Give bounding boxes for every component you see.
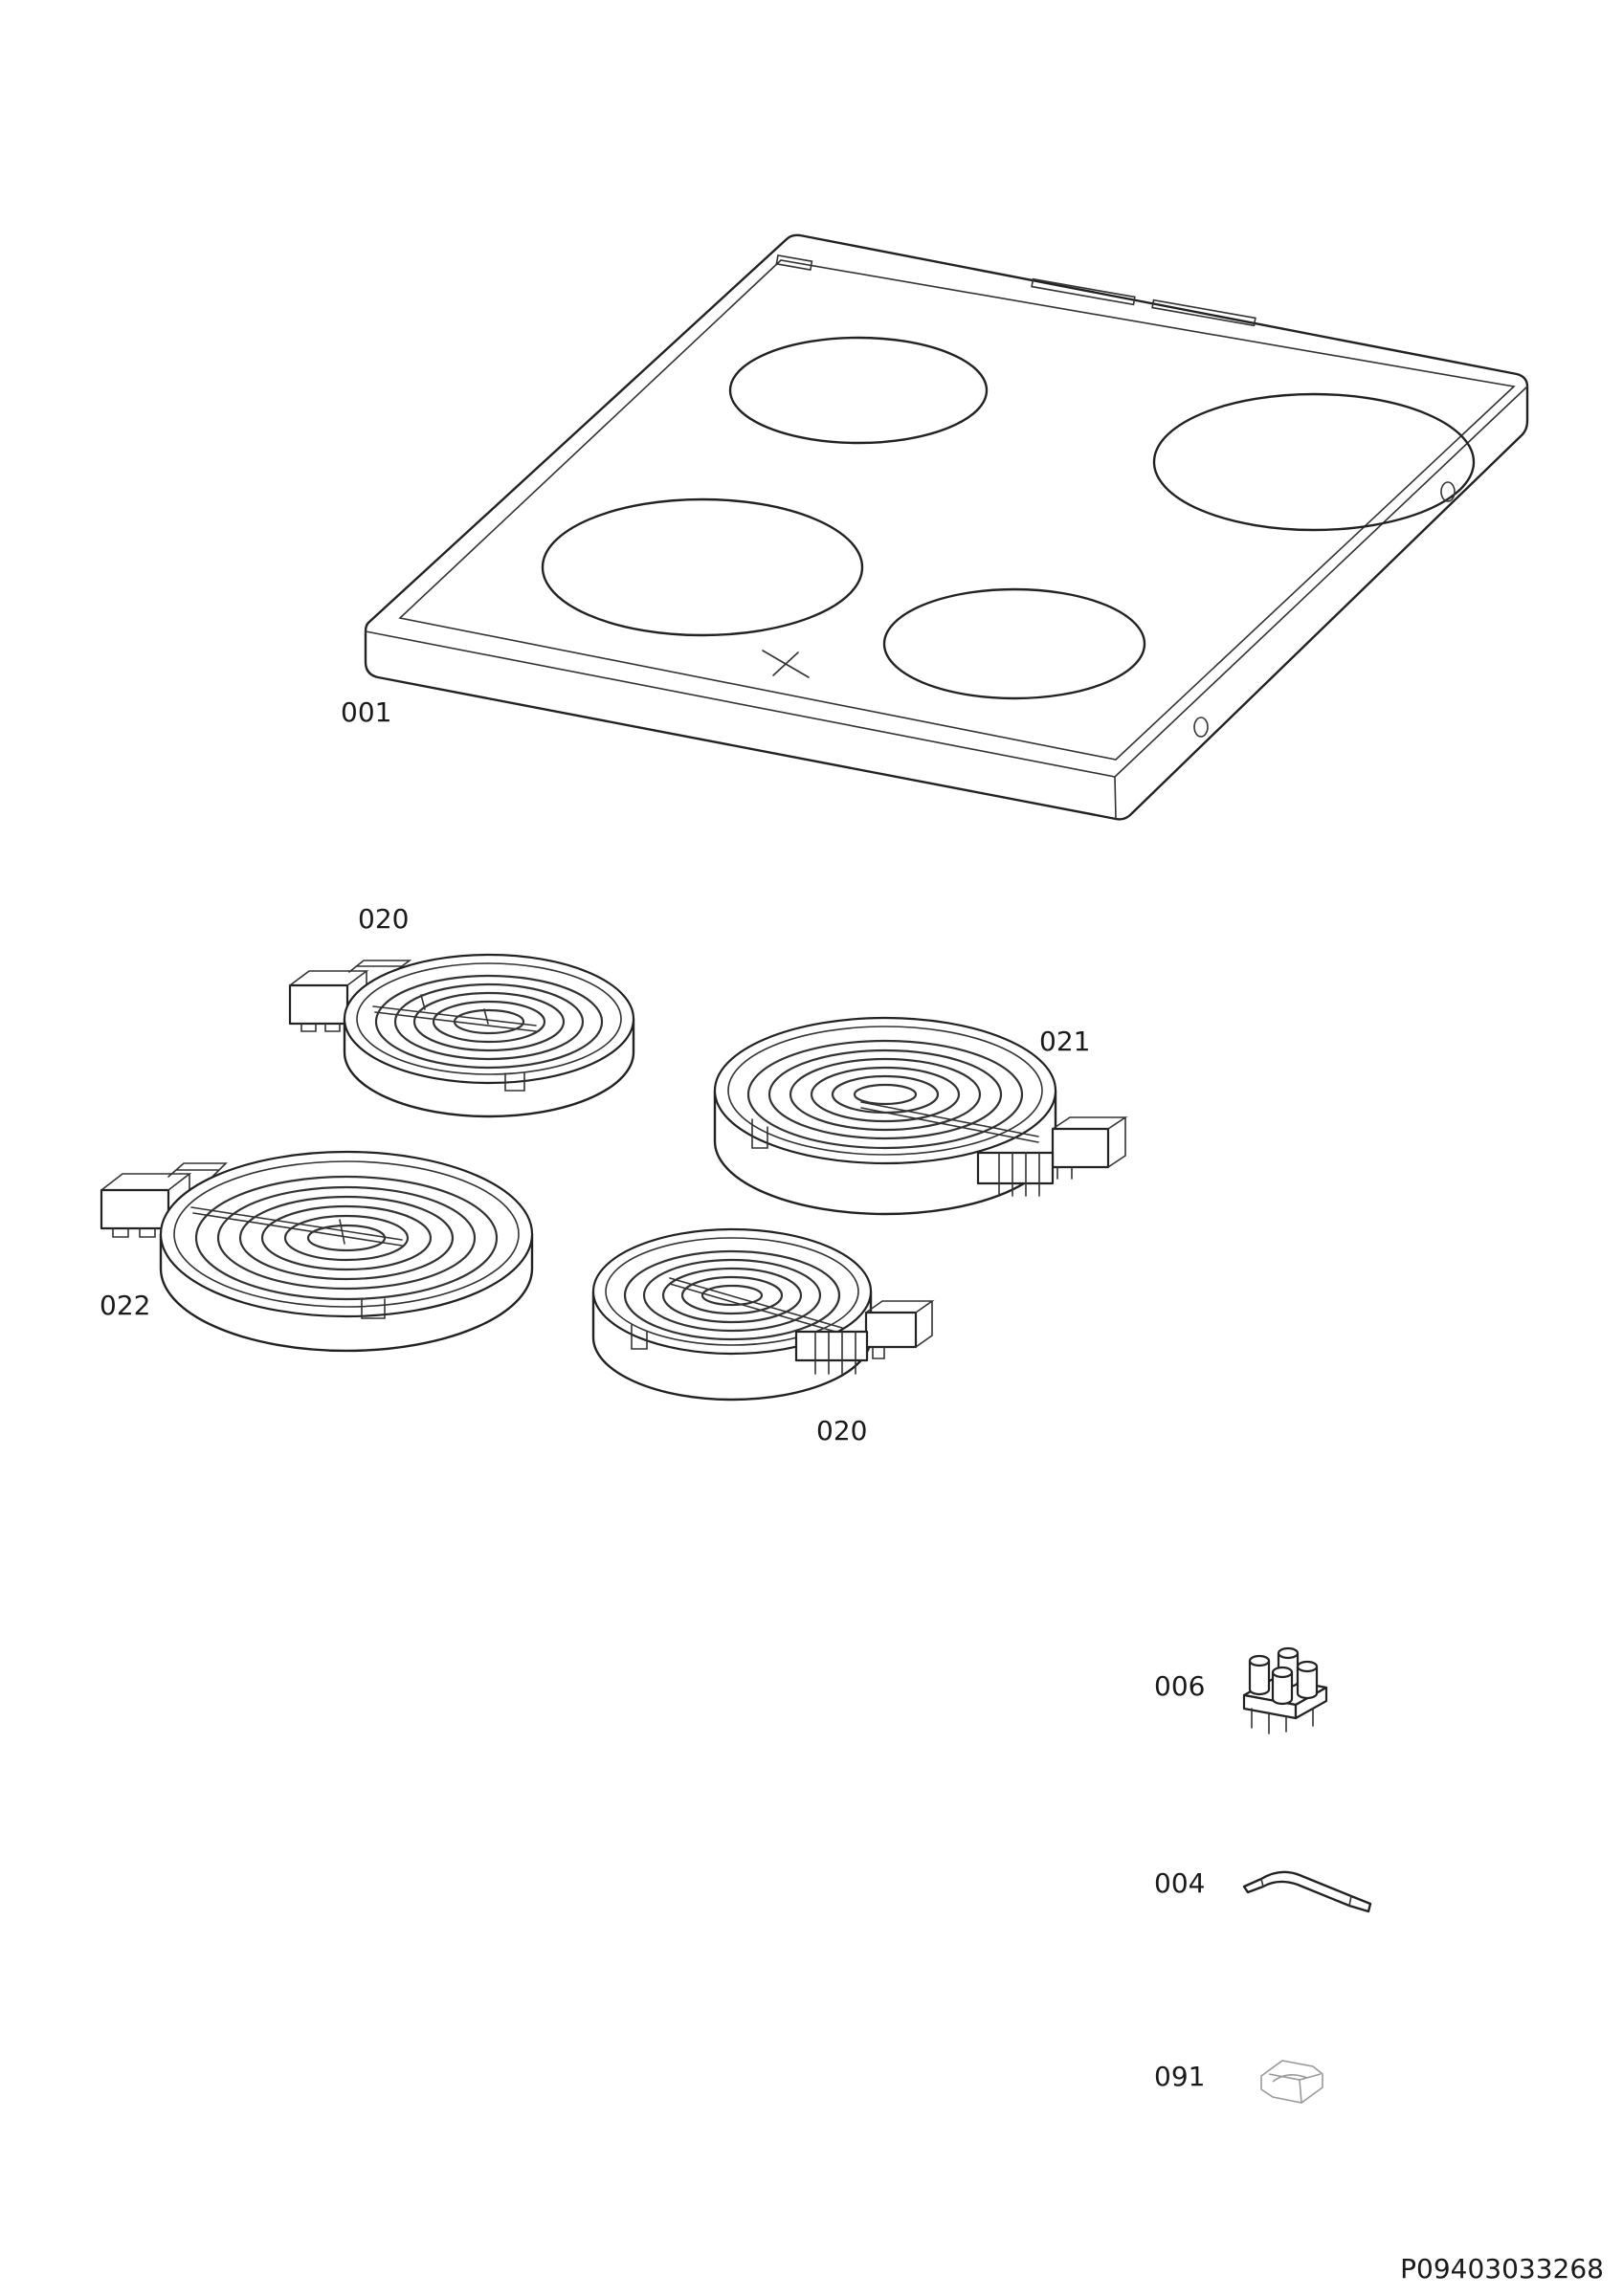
callout-006: 006 (1154, 1670, 1205, 1702)
radiant-heater-right (713, 1016, 1128, 1216)
callout-091: 091 (1154, 2061, 1205, 2092)
radiant-heater-top-left (288, 953, 635, 1118)
clamp-part (1260, 2060, 1323, 2104)
callout-021: 021 (1039, 1026, 1090, 1057)
spring-clip-part (1242, 1870, 1372, 1913)
document-number: P09403033268 (1400, 2253, 1604, 2285)
callout-004: 004 (1154, 1867, 1205, 1899)
terminal-block-part (1242, 1646, 1328, 1734)
callout-020-top: 020 (358, 903, 409, 935)
callout-001: 001 (341, 696, 391, 728)
callout-022: 022 (100, 1290, 150, 1321)
hob-glass-panel (364, 233, 1529, 821)
radiant-heater-large (100, 1150, 534, 1353)
radiant-heater-bottom (591, 1227, 935, 1402)
callout-020-bottom: 020 (816, 1415, 867, 1446)
